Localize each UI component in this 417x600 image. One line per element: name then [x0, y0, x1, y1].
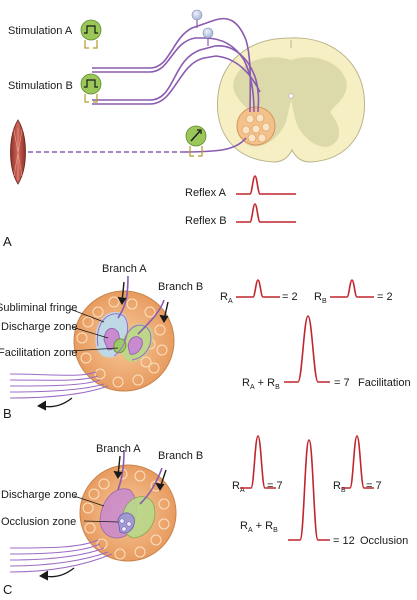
afferent-fiber-b2 [92, 55, 261, 105]
panel-b-letter: B [3, 406, 12, 421]
occlusion-label: Occlusion [360, 535, 408, 547]
stimulation-a-label: Stimulation A [8, 25, 73, 37]
neuron-pool-icon [236, 106, 276, 146]
rb-value-c: = 7 [366, 480, 382, 492]
reflex-b-label: Reflex B [185, 215, 227, 227]
rb-trace-c [342, 435, 374, 489]
reflex-a-label: Reflex A [185, 187, 227, 199]
afferent-fiber-a [92, 17, 252, 113]
stimulator-b-icon [80, 73, 102, 103]
facilitation-zone-label: Facilitation zone [0, 347, 78, 359]
sum-trace-b [284, 315, 330, 383]
rb-value: = 2 [377, 291, 393, 303]
branch-b-fiber-c [139, 467, 163, 505]
motor-axons-b [9, 371, 109, 399]
panel-a-letter: A [3, 234, 12, 249]
branch-a-label-c: Branch A [96, 443, 141, 455]
motor-axons-c [9, 539, 113, 573]
branch-b-label-c: Branch B [158, 450, 203, 462]
ra-trace-c [240, 435, 276, 489]
branch-a-label: Branch A [102, 263, 147, 275]
afferent-fiber-b [92, 45, 260, 113]
subliminal-fringe-label: Subliminal fringe [0, 302, 77, 314]
reflex-a-trace [236, 175, 296, 195]
ra-label-c: RA [232, 480, 245, 494]
branch-a-fiber-c [117, 449, 125, 491]
branch-b-fiber [137, 299, 165, 335]
rb-trace-b [330, 279, 374, 298]
sum-trace-c [288, 439, 330, 541]
recorder-icon [185, 125, 207, 157]
rb-label: RB [314, 291, 327, 305]
ra-label: RA [220, 291, 233, 305]
ra-trace-b [236, 279, 280, 298]
facilitation-label: Facilitation [358, 377, 411, 389]
stimulation-b-label: Stimulation B [8, 80, 73, 92]
branch-b-label: Branch B [158, 281, 203, 293]
panel-c: Branch A Branch B Discharge zone Occlusi… [1, 435, 408, 597]
ganglion-b-icon [202, 27, 214, 39]
sum-value-b: = 7 [334, 377, 350, 389]
sum-value-c: = 12 [333, 535, 355, 547]
ra-value-c: = 7 [267, 480, 283, 492]
ra-value: = 2 [282, 291, 298, 303]
neuron-pool-b-icon [73, 290, 175, 392]
sum-label-c: RA + RB [240, 520, 278, 534]
occlusion-zone-label: Occlusion zone [1, 516, 76, 528]
discharge-zone-label-c: Discharge zone [1, 489, 77, 501]
muscle-icon [10, 119, 26, 185]
panel-a: Stimulation A Stimulation B Reflex A Ref… [3, 9, 366, 249]
stimulator-a-icon [80, 19, 102, 49]
branch-a-fiber [117, 275, 129, 319]
panel-c-letter: C [3, 582, 12, 597]
panel-b: Branch A Branch B Subliminal fringe Disc… [0, 263, 411, 421]
ganglion-a-icon [191, 9, 203, 21]
rb-label-c: RB [333, 480, 346, 494]
sum-label-b: RA + RB [242, 377, 280, 391]
discharge-zone-label: Discharge zone [1, 321, 77, 333]
afferent-fiber-a2 [92, 37, 255, 113]
reflex-b-trace [236, 203, 296, 223]
